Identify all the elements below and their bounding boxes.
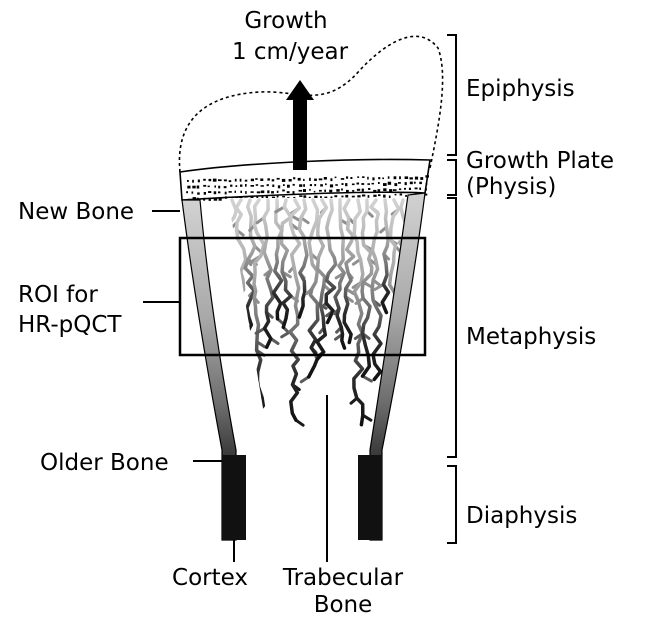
metaphysis-bracket <box>447 198 456 457</box>
trabecular-label-line2: Bone <box>314 592 373 617</box>
new-bone-label: New Bone <box>18 199 134 225</box>
growth-label-line1: Growth <box>244 8 327 34</box>
epiphysis-label: Epiphysis <box>466 76 575 102</box>
growth-plate-bracket <box>447 160 456 195</box>
trabecular-label-line1: Trabecular <box>282 565 404 591</box>
growth-plate-label-line1: Growth Plate <box>466 148 614 174</box>
older-bone-label: Older Bone <box>40 450 169 476</box>
metaphysis-label: Metaphysis <box>466 324 596 350</box>
diaphysis-cortex-right <box>358 455 382 540</box>
growth-plate-label-line2: (Physis) <box>466 174 556 200</box>
roi-label-line1: ROI for <box>18 282 98 308</box>
growth-label-line2: 1 cm/year <box>232 39 349 65</box>
diaphysis-cortex-left <box>222 455 246 540</box>
diaphysis-bracket <box>447 466 456 543</box>
epiphysis-bracket <box>447 35 456 155</box>
cortex-label: Cortex <box>172 565 248 591</box>
roi-label-line2: HR-pQCT <box>18 312 122 338</box>
diaphysis-label: Diaphysis <box>466 503 577 529</box>
growth-arrow <box>286 80 314 170</box>
